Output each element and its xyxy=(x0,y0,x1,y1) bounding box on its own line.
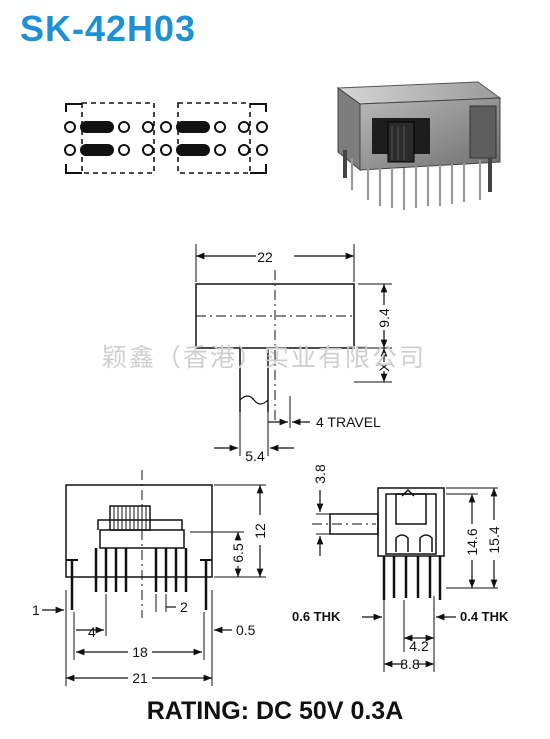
dim-top-width: 22 xyxy=(257,249,273,265)
side-view xyxy=(312,487,498,672)
dim-side-42: 4.2 xyxy=(409,638,429,654)
dim-pitch-4: 4 xyxy=(88,624,96,640)
top-view xyxy=(195,244,392,456)
product-photo xyxy=(318,58,524,216)
dim-front-height-12: 12 xyxy=(252,523,268,539)
switch-schematic xyxy=(64,102,268,174)
front-view xyxy=(42,470,266,686)
dim-thk-06: 0.6 THK xyxy=(292,609,341,624)
dim-thk-05: 0.5 xyxy=(236,622,256,638)
dim-side-88: 8.8 xyxy=(400,656,420,672)
dim-span-18: 18 xyxy=(132,644,148,660)
dim-side-38: 3.8 xyxy=(312,464,328,484)
schematic-contacts xyxy=(80,121,210,156)
dim-side-154: 15.4 xyxy=(486,526,502,553)
dim-travel: 4 TRAVEL xyxy=(316,414,381,430)
dim-front-height-65: 6.5 xyxy=(230,543,246,563)
dim-side-146: 14.6 xyxy=(464,528,480,555)
rating-label: RATING: DC 50V 0.3A xyxy=(146,697,404,725)
dim-thk-04: 0.4 THK xyxy=(460,609,509,624)
dim-span-21: 21 xyxy=(132,670,148,686)
dim-actuator-width: 5.4 xyxy=(245,448,265,464)
dim-top-height: 9.4 xyxy=(376,308,392,328)
dim-pin-2: 2 xyxy=(180,599,188,615)
page-title: SK-42H03 xyxy=(20,8,197,49)
dim-x-label: X xyxy=(376,362,392,372)
dim-pin-1: 1 xyxy=(32,602,40,618)
company-watermark: 颖鑫（香港）实业有限公司 xyxy=(102,343,427,372)
